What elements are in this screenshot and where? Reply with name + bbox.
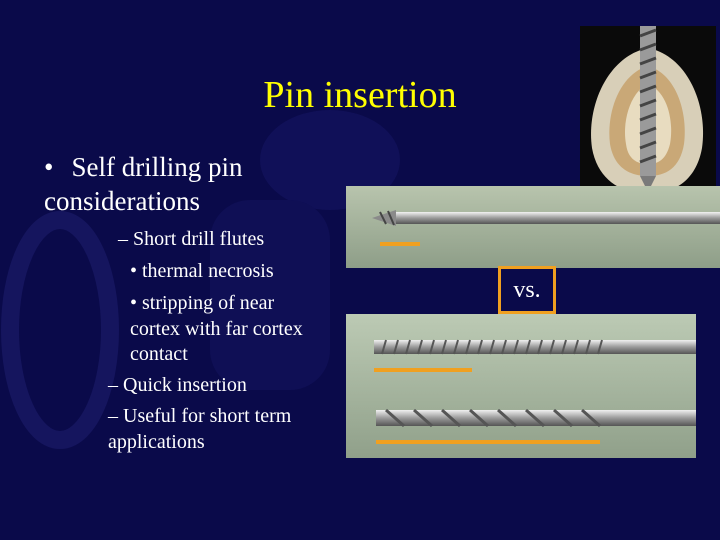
threaded-and-fluted-pins-photo — [346, 314, 696, 458]
short-flute-pin-photo — [346, 186, 720, 268]
fluted-length-bar — [376, 440, 600, 444]
main-bullet-text: Self drilling pin considerations — [44, 152, 243, 216]
bullet-marker: • — [44, 152, 54, 182]
sub-item-stripping-cont-2: contact — [130, 343, 188, 365]
versus-label: vs. — [498, 266, 556, 314]
sub-item-stripping-cont-1: cortex with far cortex — [130, 318, 303, 340]
main-bullet: •Self drilling pin considerations — [44, 150, 344, 218]
sub-item-thermal-necrosis: • thermal necrosis — [130, 260, 274, 282]
bone-cross-section-photo — [580, 26, 716, 202]
sub-item-short-term: – Useful for short term — [108, 405, 292, 427]
sub-item-quick-insertion: – Quick insertion — [108, 374, 247, 396]
sub-item-short-flutes: – Short drill flutes — [118, 228, 265, 250]
sub-item-short-term-cont: applications — [108, 431, 205, 453]
threaded-length-bar — [374, 368, 472, 372]
sub-item-stripping: • stripping of near — [130, 292, 275, 314]
slide-title: Pin insertion — [263, 74, 457, 116]
flute-length-bar — [380, 242, 420, 246]
